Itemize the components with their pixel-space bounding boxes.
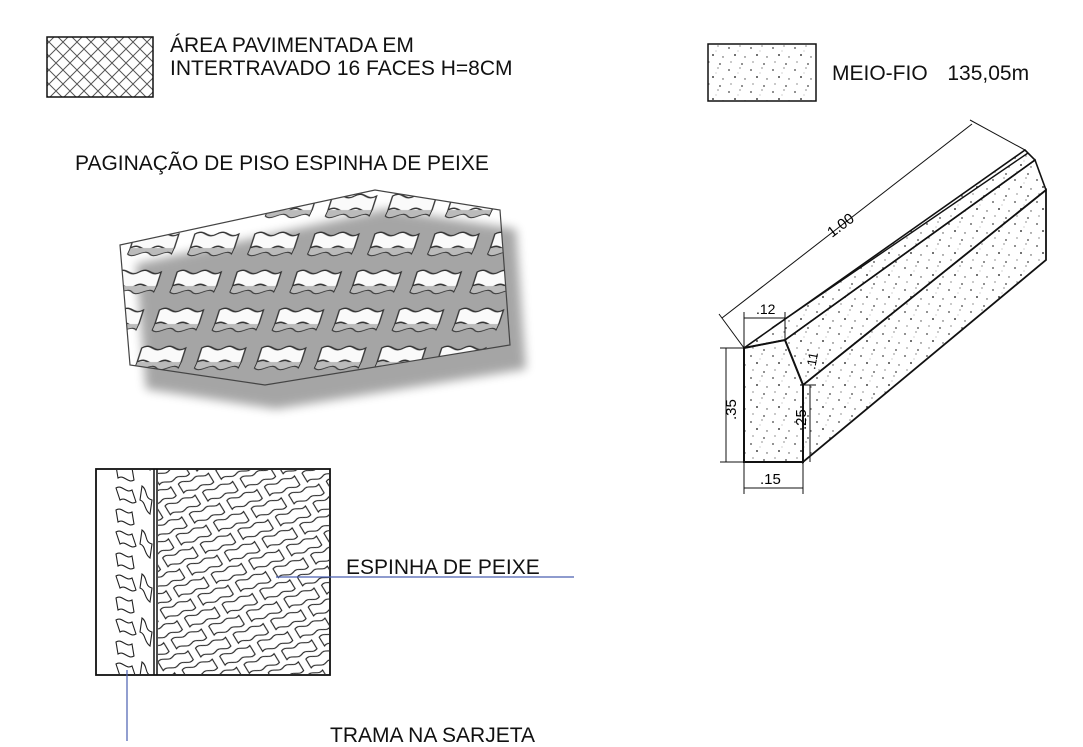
paving-pattern-title: PAGINAÇÃO DE PISO ESPINHA DE PEIXE: [75, 152, 489, 175]
paving-legend-line2: INTERTRAVADO 16 FACES H=8CM: [170, 57, 513, 80]
herringbone-hatch-swatch: [46, 36, 154, 98]
curb-dimensions: [718, 119, 1026, 494]
concrete-speckle-swatch: [707, 43, 817, 102]
paving-plan-view: [95, 468, 331, 676]
curb-legend-length: 135,05m: [947, 62, 1030, 85]
curb-legend-label: MEIO-FIO 135,05m: [832, 62, 1029, 85]
dim-chamfer-label: .11: [803, 351, 821, 370]
paving-legend-label: ÁREA PAVIMENTADA EM INTERTRAVADO 16 FACE…: [170, 34, 513, 80]
dim-top-width-label: .12: [756, 301, 776, 317]
paving-legend-line1: ÁREA PAVIMENTADA EM: [170, 34, 414, 57]
curb-legend-name: MEIO-FIO: [832, 62, 928, 85]
dim-face-height-label: .25: [793, 409, 810, 430]
dim-base-width-label: .15: [760, 471, 781, 488]
curb-isometric-drawing: [743, 148, 1047, 464]
dim-length-label: 1.00: [824, 210, 858, 241]
paver-3d-illustration: [119, 189, 526, 409]
herringbone-callout-label: ESPINHA DE PEIXE: [346, 556, 540, 579]
gutter-callout-line: [126, 670, 128, 741]
dim-height-label: .35: [723, 399, 740, 420]
